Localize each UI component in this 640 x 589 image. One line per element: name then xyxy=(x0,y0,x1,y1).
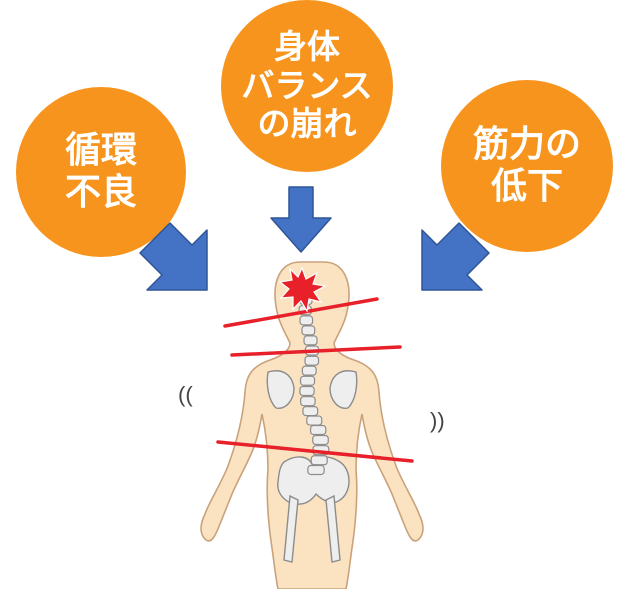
vertebra xyxy=(300,396,316,407)
bubble-circulation-line-1: 循環 xyxy=(64,129,137,171)
left-scapula xyxy=(266,370,295,409)
vertebra xyxy=(304,355,320,366)
vertebra xyxy=(302,406,319,417)
sway-mark-right: )) xyxy=(430,408,445,433)
vertebra xyxy=(303,335,318,346)
bubble-circulation-line-2: 不良 xyxy=(64,172,137,213)
vertebra xyxy=(310,455,328,466)
vertebra xyxy=(301,365,317,376)
arrow-right-down-left xyxy=(421,222,490,291)
bubble-circulation: 循環 不良 xyxy=(16,87,186,257)
right-femur xyxy=(325,494,341,563)
pain-burst-icon xyxy=(278,266,327,313)
sway-mark-left: (( xyxy=(178,382,193,407)
right-scapula xyxy=(329,370,358,409)
vertebra xyxy=(312,434,329,446)
bubble-muscle-weakness: 筋力の 低下 xyxy=(441,80,613,252)
vertebra xyxy=(309,424,327,436)
left-femur xyxy=(283,494,299,563)
vertebra xyxy=(301,325,316,336)
vertebra xyxy=(299,315,314,326)
arrow-left-down-right xyxy=(139,222,208,291)
arrow-center-down xyxy=(270,186,332,253)
vertebra xyxy=(306,415,323,426)
bubble-muscle-line-1: 筋力の xyxy=(472,123,581,165)
bubble-balance-line-3: の崩れ xyxy=(257,104,357,144)
misalignment-line-shoulder xyxy=(230,345,402,357)
misalignment-line-hip xyxy=(216,440,414,463)
bubble-balance-line-1: 身体 xyxy=(274,26,340,66)
bubble-balance-line-2: バランス xyxy=(241,65,373,105)
misalignment-line-head xyxy=(223,297,379,328)
vertebra xyxy=(299,375,316,386)
bubble-body-balance: 身体 バランス の崩れ xyxy=(221,0,393,172)
bubble-muscle-line-2: 低下 xyxy=(490,166,563,207)
vertebra xyxy=(307,464,325,476)
vertebra xyxy=(299,385,315,397)
